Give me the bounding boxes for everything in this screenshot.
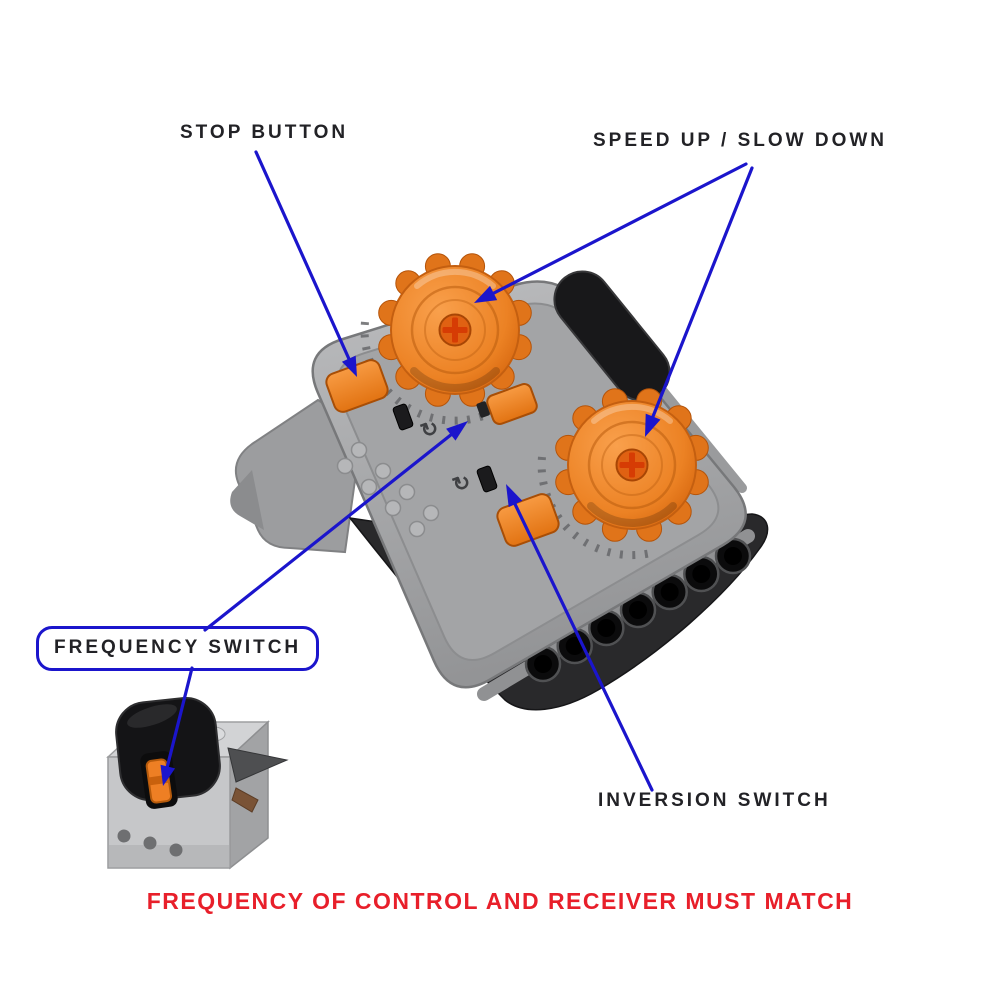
frequency-switch-nub	[476, 401, 490, 418]
receiver-pin-hole	[117, 829, 131, 843]
frequency-receiver-arrow	[160, 666, 194, 786]
remote-left-step	[230, 470, 264, 530]
speed-dial-right-arrow	[645, 166, 754, 437]
switch-tab	[476, 465, 498, 493]
edge-studs	[336, 441, 440, 538]
remote-left-wing	[234, 398, 364, 554]
speed-remote-control: ↻ ↻	[230, 254, 769, 711]
switch-tab	[392, 403, 414, 431]
stop-button-arrow	[254, 150, 357, 377]
frequency-switch-label: FREQUENCY SWITCH	[54, 637, 302, 658]
dial-scale-ticks	[360, 321, 488, 425]
frequency-switch-label-box: FREQUENCY SWITCH	[36, 626, 320, 671]
inversion-switch-arrow	[506, 484, 654, 792]
receiver-pin-hole	[143, 836, 157, 850]
speed-dial-left-arrow	[474, 162, 748, 303]
frequency-switch-arrow	[203, 421, 468, 632]
housing-highlight	[127, 704, 177, 728]
receiver-connector	[231, 787, 259, 813]
inversion-switch-label: INVERSION SWITCH	[598, 790, 831, 811]
receiver-pin-hole	[169, 843, 183, 857]
receiver-base-strip	[109, 845, 229, 867]
speed-dial-left	[379, 254, 532, 407]
frequency-match-warning: FREQUENCY OF CONTROL AND RECEIVER MUST M…	[146, 888, 854, 914]
receiver-sensor-wedge	[227, 747, 289, 783]
speed-up-slow-down-label: SPEED UP / SLOW DOWN	[593, 130, 888, 151]
frequency-selector-button	[486, 383, 538, 425]
ir-receiver	[106, 697, 289, 870]
speed-dial-right	[556, 389, 709, 542]
callout-arrows	[160, 150, 754, 792]
stop-button-label: STOP BUTTON	[180, 122, 349, 143]
